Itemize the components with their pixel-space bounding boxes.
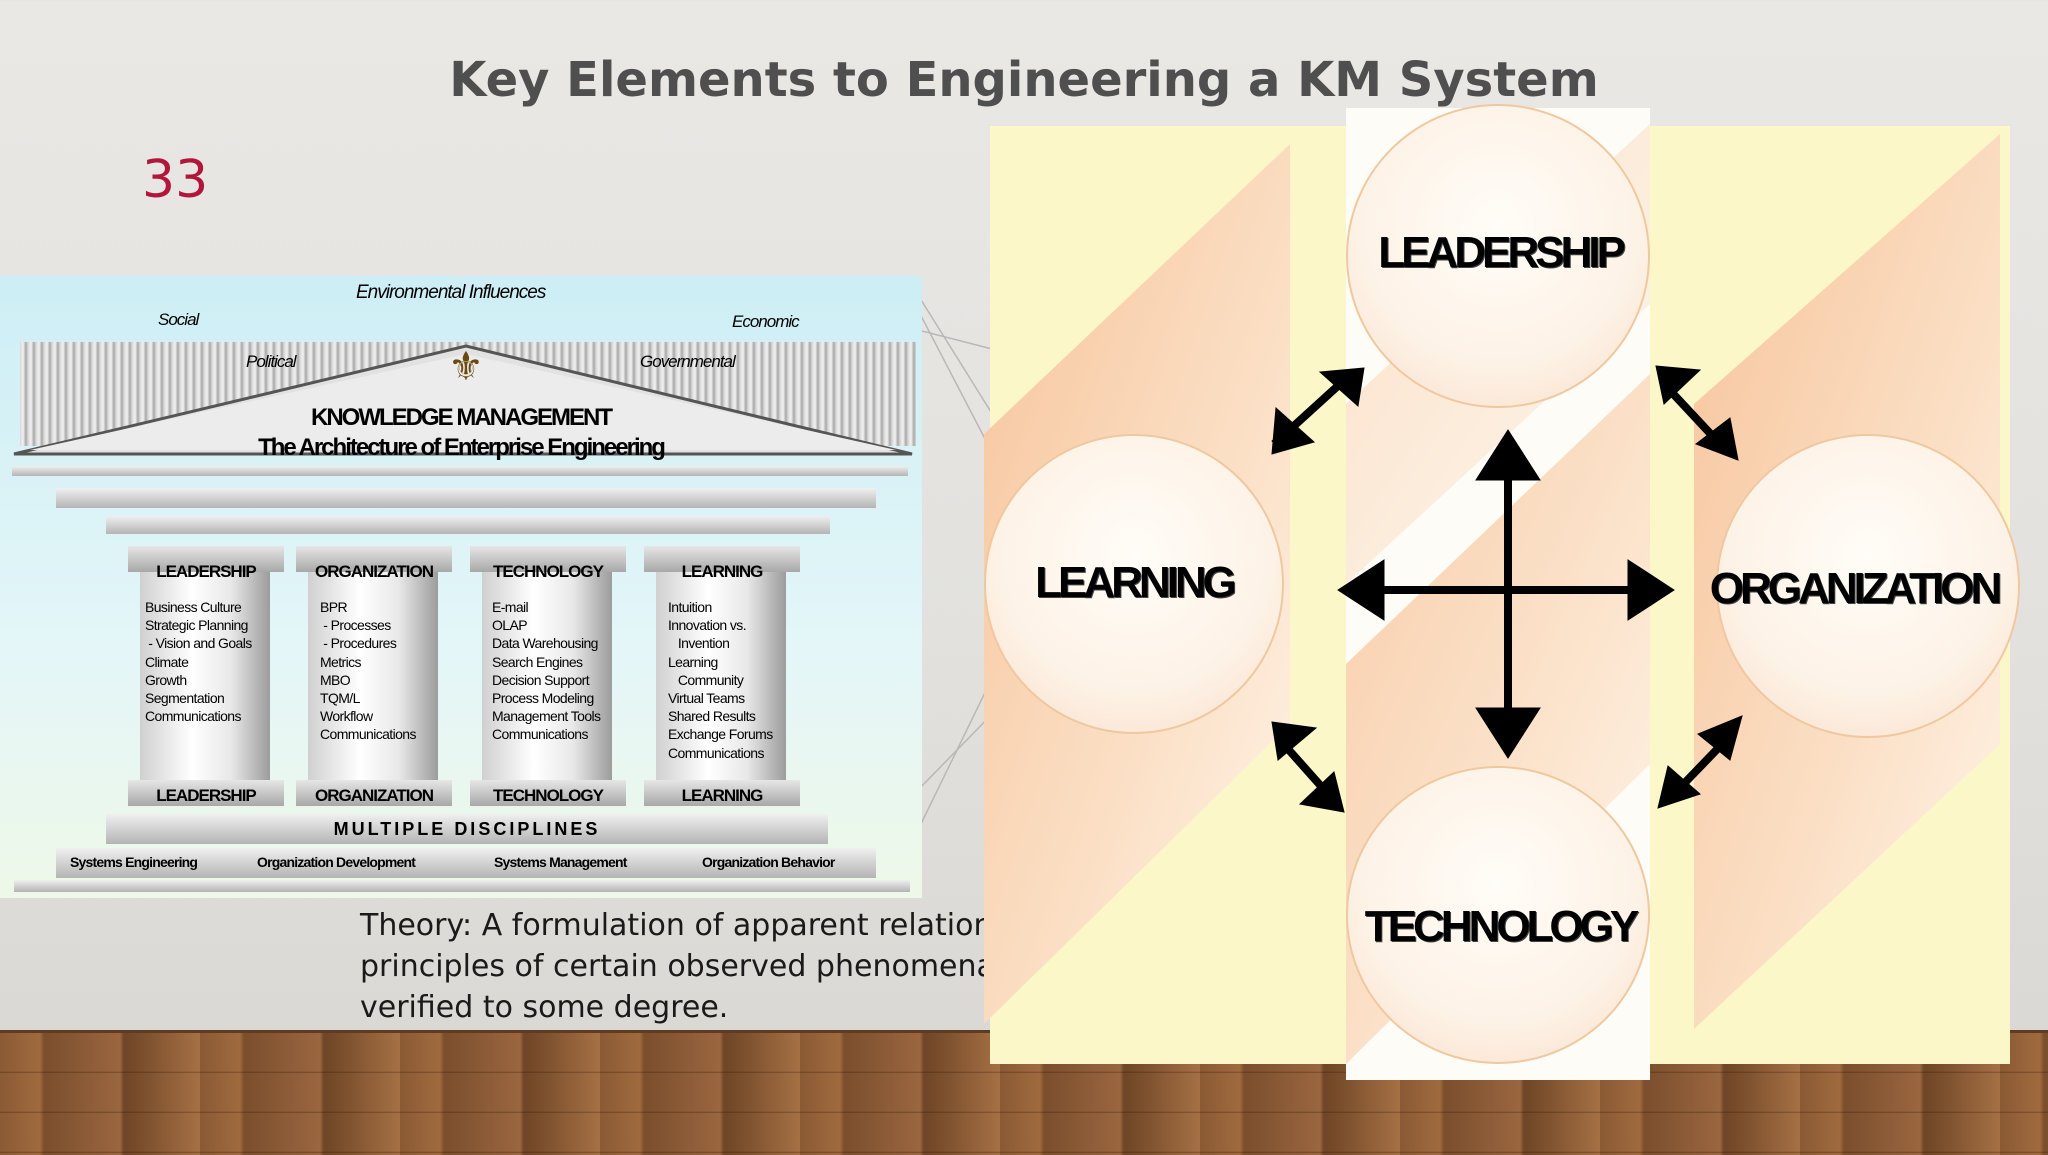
column-leadership xyxy=(140,572,270,780)
discipline-systems-engineering: Systems Engineering xyxy=(70,854,198,870)
column-technology xyxy=(482,572,612,780)
connector-lines xyxy=(918,294,997,831)
pediment-title: KNOWLEDGE MANAGEMENT xyxy=(311,404,613,431)
column-head-technology: TECHNOLOGY xyxy=(493,562,604,581)
foundation-label: MULTIPLE DISCIPLINES xyxy=(333,819,601,839)
column-foot-learning: LEARNING xyxy=(681,786,764,805)
leadership-label: LEADERSHIP xyxy=(1378,228,1626,277)
column-body-leadership: Business Culture Strategic Planning - Vi… xyxy=(145,599,252,725)
architrave xyxy=(106,516,830,534)
km-temple-diagram: Environmental Influences Social Economic… xyxy=(0,276,922,898)
discipline-organization-behavior: Organization Behavior xyxy=(702,854,835,870)
technology-label: TECHNOLOGY xyxy=(1364,902,1639,951)
km-elements-diagram: LEADERSHIP LEARNING ORGANIZATION TECHNOL… xyxy=(984,104,2020,1080)
entablature xyxy=(56,488,876,508)
column-learning xyxy=(656,572,786,780)
slide-number: 33 xyxy=(142,150,209,210)
fleur-de-lis-icon: ⚜ xyxy=(448,345,484,389)
pediment xyxy=(13,344,913,456)
environment-label: Environmental Influences xyxy=(356,282,546,303)
entablature-top xyxy=(12,466,908,476)
column-organization xyxy=(308,572,438,780)
influence-social: Social xyxy=(158,310,199,329)
foundation-base xyxy=(14,880,910,892)
influence-political: Political xyxy=(246,352,297,371)
column-body-learning: Intuition Innovation vs. Invention Learn… xyxy=(668,599,773,761)
discipline-organization-development: Organization Development xyxy=(257,854,416,870)
influence-governmental: Governmental xyxy=(640,352,736,371)
column-head-leadership: LEADERSHIP xyxy=(156,562,257,581)
discipline-systems-management: Systems Management xyxy=(494,854,627,870)
column-body-technology: E-mail OLAP Data Warehousing Search Engi… xyxy=(492,599,601,743)
column-head-learning: LEARNING xyxy=(681,562,764,581)
pediment-subtitle: The Architecture of Enterprise Engineeri… xyxy=(258,434,666,461)
foundation-lower xyxy=(56,848,876,878)
learning-circle xyxy=(984,434,1284,734)
column-foot-organization: ORGANIZATION xyxy=(314,786,434,805)
column-body-organization: BPR - Processes - Procedures Metrics MBO… xyxy=(320,599,416,743)
foundation-upper xyxy=(106,814,828,844)
organization-label: ORGANIZATION xyxy=(1709,564,2003,613)
column-head-organization: ORGANIZATION xyxy=(314,562,434,581)
leadership-circle xyxy=(1346,104,1650,408)
column-foot-technology: TECHNOLOGY xyxy=(493,786,604,805)
learning-label: LEARNING xyxy=(1035,558,1237,607)
column-foot-leadership: LEADERSHIP xyxy=(156,786,257,805)
slide-title: Key Elements to Engineering a KM System xyxy=(449,52,1599,108)
influence-economic: Economic xyxy=(732,312,800,331)
technology-circle xyxy=(1346,766,1650,1064)
organization-circle xyxy=(1716,434,2020,738)
